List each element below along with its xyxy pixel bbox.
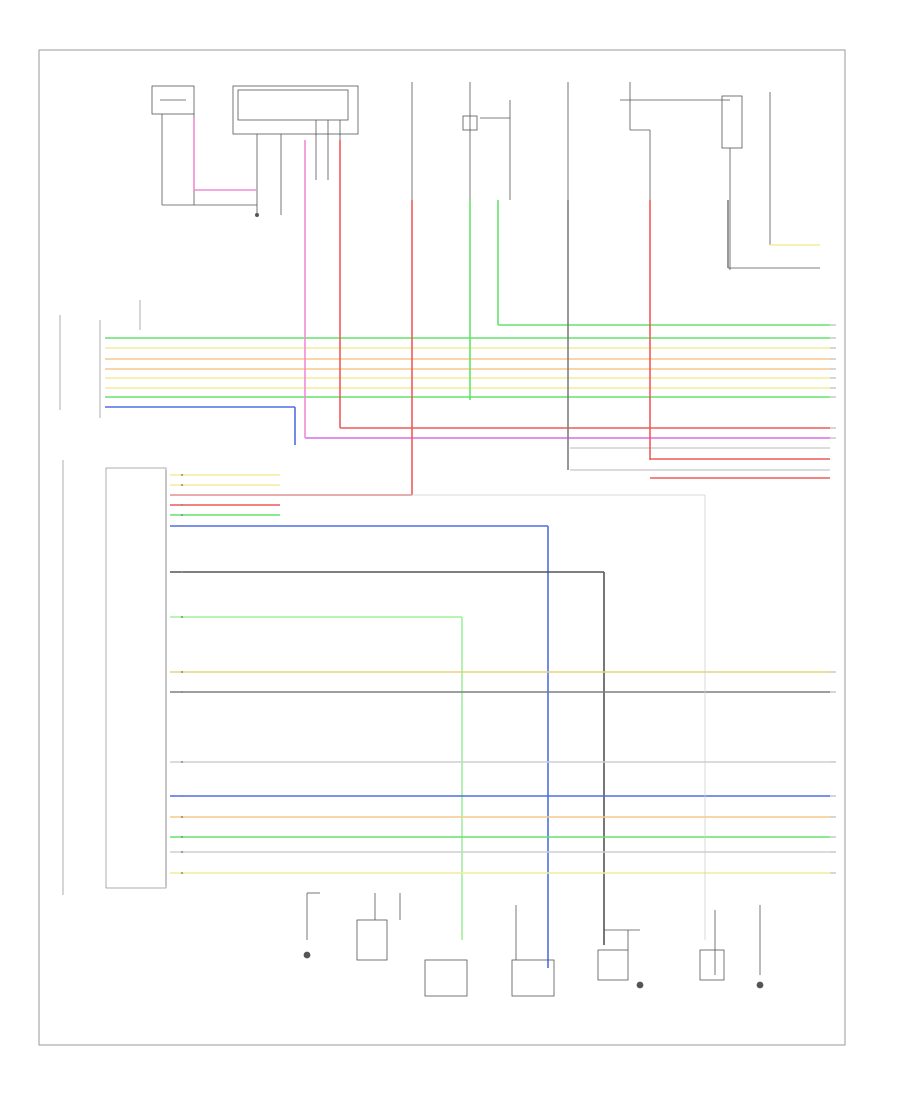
module-pin-markers xyxy=(181,474,183,874)
diagram-frame xyxy=(38,49,846,1046)
lower-bus-wires xyxy=(170,474,830,968)
left-module-lower xyxy=(62,460,167,895)
upper-bus-wires xyxy=(105,337,830,479)
top-left-component xyxy=(151,85,257,206)
top-splice xyxy=(255,213,259,217)
bottom-components xyxy=(303,892,764,997)
top-right-components xyxy=(411,82,820,270)
right-edge-terminals xyxy=(830,324,836,874)
left-connector-upper xyxy=(59,300,141,418)
